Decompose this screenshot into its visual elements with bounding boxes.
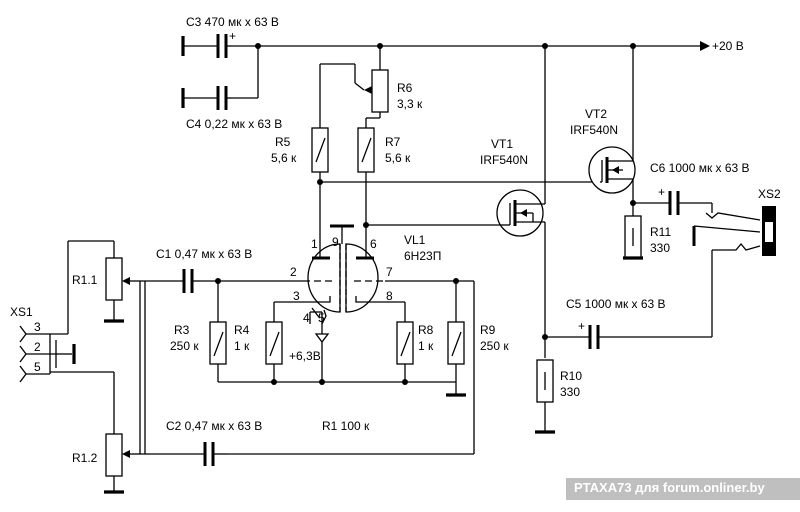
r3-name: R3 — [174, 323, 190, 337]
r9-resistor — [447, 281, 465, 382]
vt1-mosfet — [496, 46, 548, 358]
c2-label: C2 0,47 мк х 63 В — [166, 419, 262, 433]
r4-value: 1 к — [234, 339, 250, 353]
vt2-mosfet — [588, 46, 636, 258]
r10-resistor — [535, 359, 555, 434]
c2-capacitor — [140, 442, 227, 466]
heater-label: +6,3В — [289, 349, 321, 363]
r1-2-potentiometer — [50, 371, 130, 494]
ground-bus — [218, 342, 466, 397]
heater-wiring — [309, 311, 330, 344]
watermark-background — [566, 478, 800, 500]
c1-label: C1 0,47 мк х 63 В — [156, 247, 252, 261]
r4-name: R4 — [234, 323, 250, 337]
r6-name: R6 — [397, 81, 413, 95]
r10-value: 330 — [560, 385, 580, 399]
vt1-type: IRF540N — [480, 153, 528, 167]
c6-capacitor — [633, 191, 713, 215]
c3-label: C3 470 мк х 63 В — [186, 15, 279, 29]
vt2-name: VT2 — [585, 107, 607, 121]
r1-gang-link — [126, 280, 146, 455]
vt2-type: IRF540N — [570, 123, 618, 137]
pin-6: 6 — [370, 237, 377, 251]
r10-name: R10 — [560, 369, 582, 383]
c5-plus: + — [578, 319, 585, 333]
xs2-jack — [692, 206, 776, 337]
c6-plus: + — [658, 185, 665, 199]
pin-3: 3 — [293, 289, 300, 303]
watermark: PTAXA73 для forum.onliner.by — [574, 480, 765, 495]
r5-value: 5,6 к — [271, 151, 297, 165]
c4-capacitor — [181, 86, 232, 110]
r1-1-label: R1.1 — [72, 273, 98, 287]
pin-2: 2 — [290, 265, 297, 279]
r1-label: R1 100 к — [322, 419, 370, 433]
vl1-tube — [303, 224, 385, 325]
r7-name: R7 — [385, 135, 401, 149]
c5-label: C5 1000 мк х 63 В — [566, 297, 666, 311]
c3-capacitor — [181, 34, 232, 58]
vl1-type: 6Н23П — [404, 249, 441, 263]
xs1-connector — [19, 241, 76, 383]
xs2-label: XS2 — [758, 187, 781, 201]
c5-capacitor — [545, 325, 712, 349]
r6-value: 3,3 к — [397, 97, 423, 111]
r1-2-label: R1.2 — [72, 451, 98, 465]
vt1-name: VT1 — [491, 137, 513, 151]
c6-label: C6 1000 мк х 63 В — [650, 161, 750, 175]
r11-name: R11 — [650, 225, 671, 239]
r11-value: 330 — [650, 241, 670, 255]
xs1-pin2: 2 — [34, 340, 41, 354]
r3-resistor — [209, 281, 227, 382]
pin-4: 4 — [303, 311, 310, 325]
c3-plus: + — [229, 29, 236, 43]
pin-1: 1 — [311, 237, 318, 251]
xs1-pin5: 5 — [34, 360, 41, 374]
supply-rail — [232, 41, 710, 99]
r3-value: 250 к — [170, 339, 199, 353]
r11-resistor — [623, 215, 643, 260]
xs1-pin3: 3 — [34, 320, 41, 334]
pin-7: 7 — [386, 265, 393, 279]
c1-capacitor — [140, 269, 200, 293]
xs1-label: XS1 — [10, 305, 33, 319]
c4-label: C4 0,22 мк х 63 В — [186, 117, 282, 131]
vl1-name: VL1 — [404, 233, 426, 247]
r7-value: 5,6 к — [385, 151, 411, 165]
r6-potentiometer — [320, 46, 389, 128]
r1-1-potentiometer — [68, 240, 130, 323]
supply-label: +20 В — [712, 39, 744, 53]
r9-name: R9 — [480, 323, 496, 337]
r8-resistor — [396, 302, 414, 385]
r9-value: 250 к — [480, 339, 509, 353]
r5-resistor — [311, 64, 329, 243]
r7-resistor — [357, 127, 375, 243]
r4-resistor — [265, 302, 283, 385]
pin-9: 9 — [332, 235, 339, 249]
r5-name: R5 — [275, 135, 291, 149]
r8-value: 1 к — [418, 339, 434, 353]
r8-name: R8 — [418, 323, 434, 337]
pin-8: 8 — [386, 289, 393, 303]
